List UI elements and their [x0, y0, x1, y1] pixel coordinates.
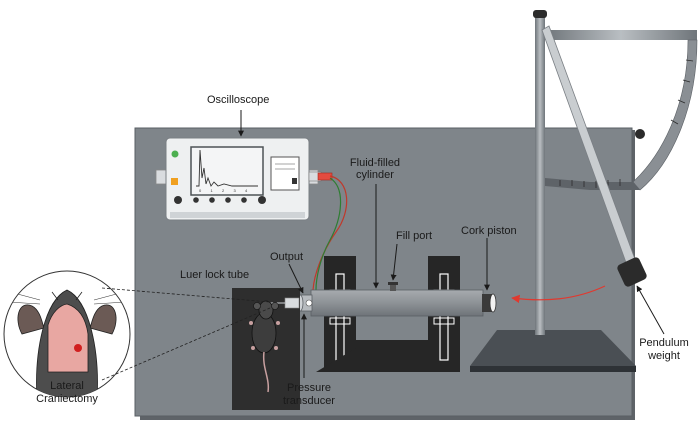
- cork-piston: [482, 294, 493, 312]
- impact-arrow: [511, 285, 606, 304]
- output-arrow: [288, 263, 304, 294]
- pendulum-weight: [617, 257, 647, 287]
- screen-tick-label: 3: [234, 188, 237, 193]
- mouse-icon: [249, 300, 280, 393]
- screen-tick-label: 2: [222, 188, 225, 193]
- pendulum-latch-icon: [635, 129, 645, 139]
- lateral-craniectomy-label-line1: Lateral: [50, 380, 84, 392]
- pressure-transducer-port: [305, 299, 313, 307]
- callout-arrows: [238, 110, 665, 378]
- pendulum-weight-label-line1: Pendulum: [639, 337, 689, 349]
- fluid-cylinder-label-line2: cylinder: [356, 169, 394, 181]
- screen-tick-label: 0: [199, 188, 202, 193]
- screen-tick-label: 1: [211, 188, 214, 193]
- screen-tick-labels: 0 1 2 3 4: [199, 188, 248, 193]
- fluid-filled-cylinder: [296, 282, 497, 317]
- cork-piston-label: Cork piston: [461, 225, 517, 237]
- fill-port-arrow: [390, 243, 398, 281]
- pendulum-weight-arrow: [636, 285, 665, 335]
- output-label: Output: [270, 251, 304, 263]
- pressure-transducer-label-line2: transducer: [283, 395, 335, 407]
- transducer-cables: [312, 175, 348, 291]
- pendulum-base: [470, 330, 636, 372]
- oscilloscope-label: Oscilloscope: [207, 94, 270, 106]
- oscilloscope: 0 1 2 3 4: [155, 137, 333, 221]
- luer-lock-tube: [284, 297, 300, 309]
- pressure-transducer-label-line1: Pressure: [286, 382, 332, 394]
- indicator-square-icon: [171, 178, 178, 185]
- craniectomy-site-icon: [74, 344, 82, 352]
- power-led-icon: [171, 150, 179, 158]
- inset-connector-lines: [101, 287, 271, 381]
- angle-scale: [559, 59, 694, 188]
- printer-slot: [270, 156, 300, 191]
- pendulum-weight-label-line2: weight: [648, 350, 680, 362]
- oscilloscope-waveform: [196, 149, 258, 187]
- luer-lock-tube-label: Luer lock tube: [180, 269, 250, 281]
- oscilloscope-knobs: [174, 196, 266, 204]
- craniectomy-inset: [3, 270, 131, 398]
- screen-tick-label: 4: [245, 188, 248, 193]
- lateral-craniectomy-label-line2: Craniectomy: [36, 393, 98, 405]
- fluid-cylinder-label-line1: Fluid-filled: [349, 157, 401, 169]
- pendulum-frame: [533, 10, 698, 335]
- bnc-connector: [317, 172, 333, 181]
- fill-port-cap: [390, 284, 396, 291]
- fill-port-label: Fill port: [396, 230, 433, 242]
